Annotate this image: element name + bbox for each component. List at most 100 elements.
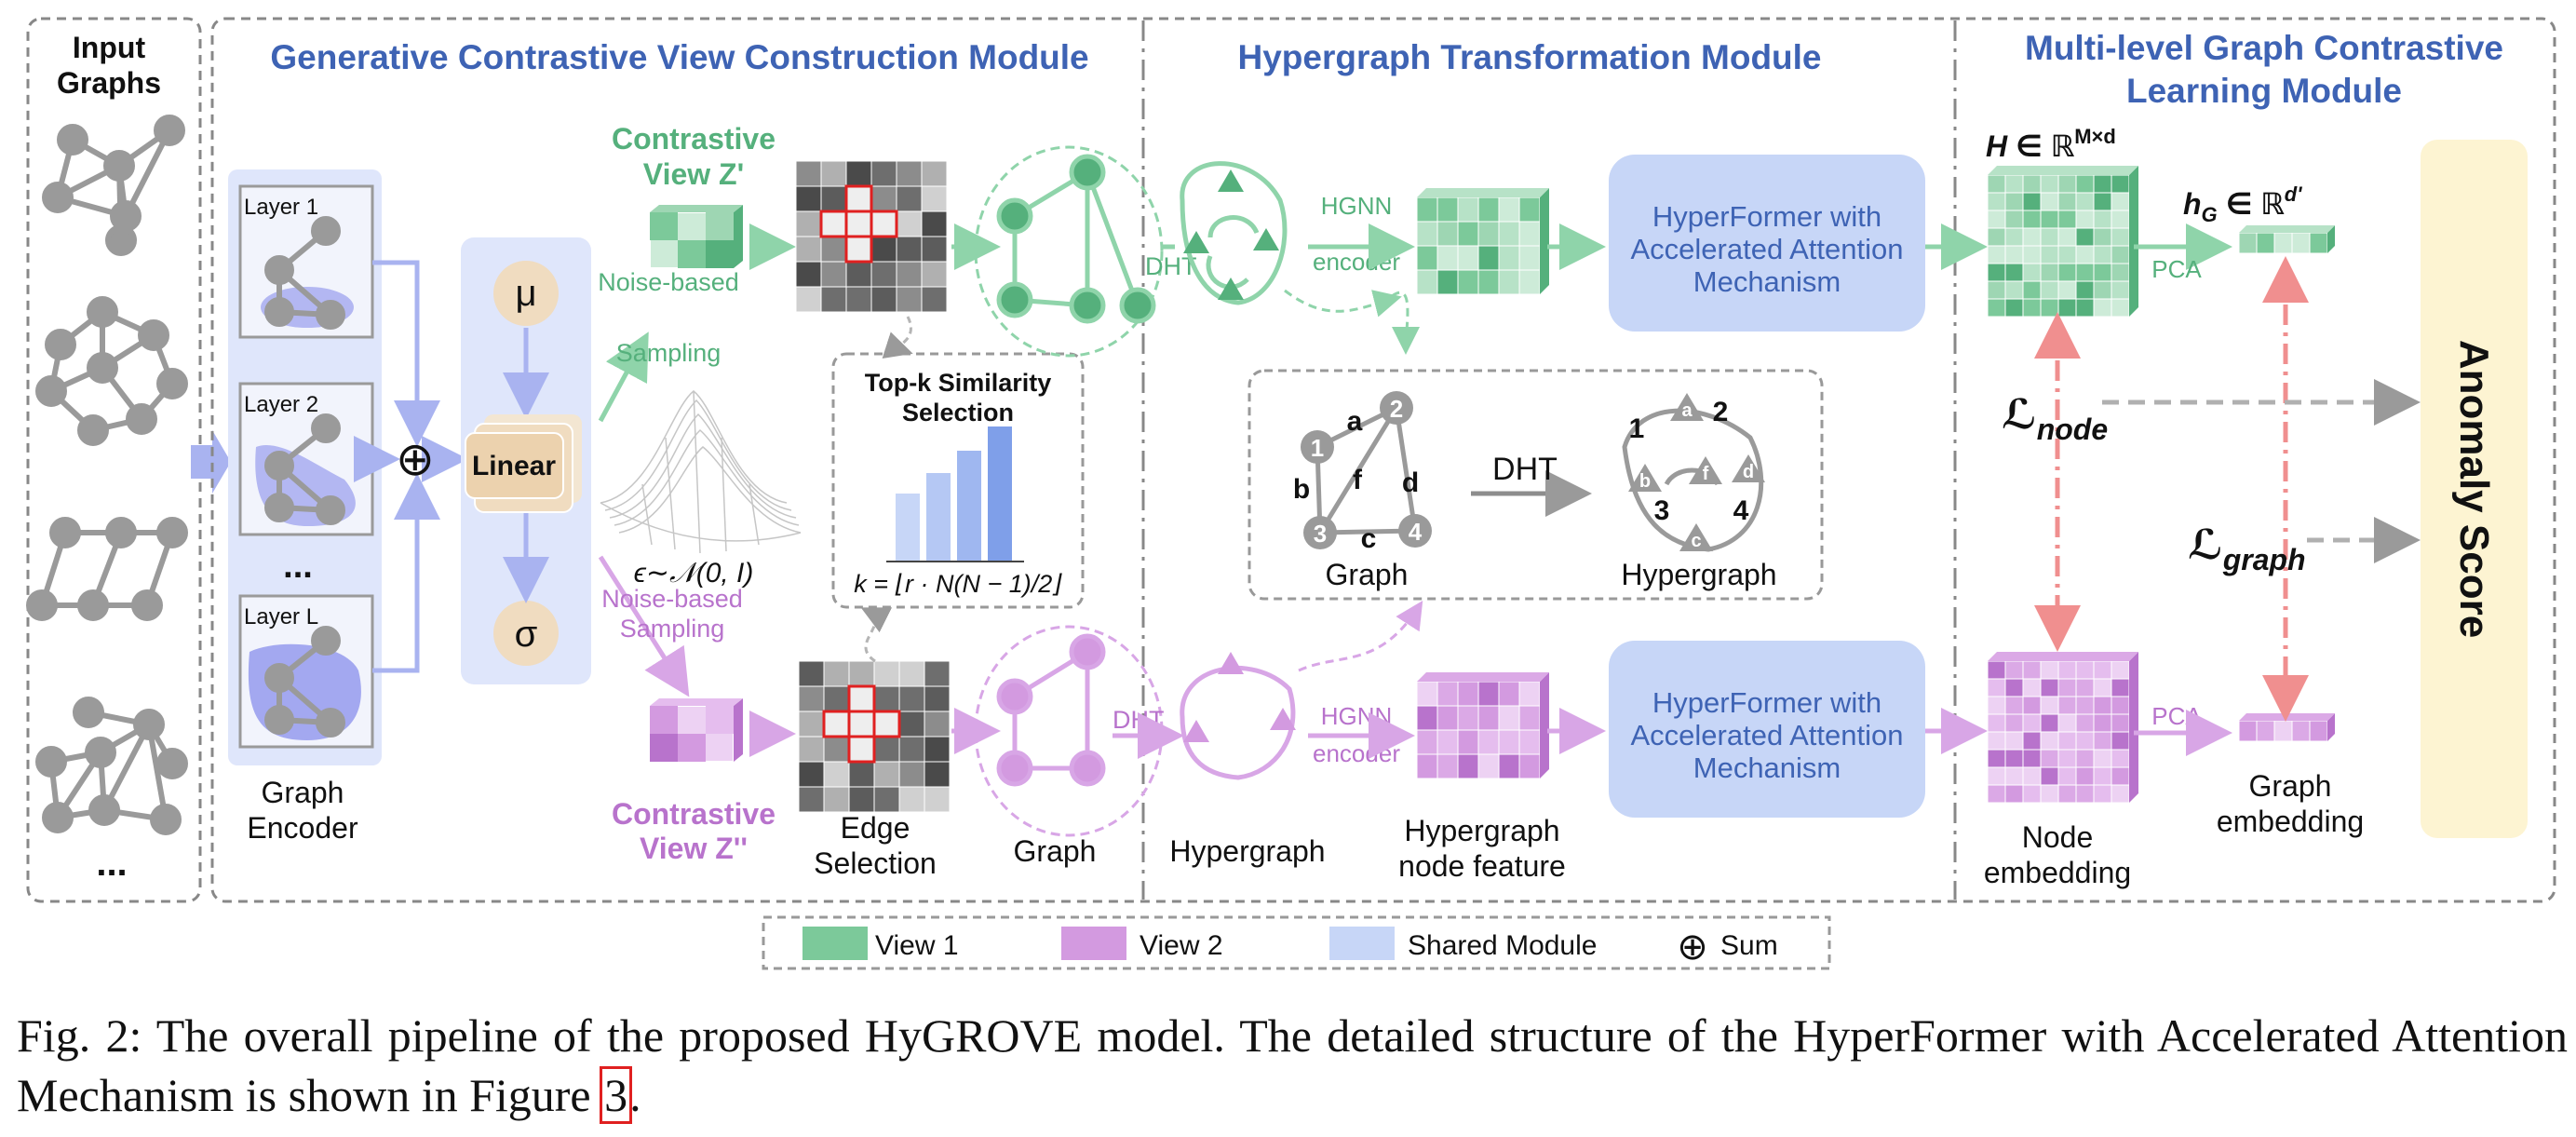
svg-text:Layer 2: Layer 2 xyxy=(244,392,318,417)
graph-view1 xyxy=(996,154,1156,324)
hypergraph-view1 xyxy=(1180,161,1288,305)
topk-formula: k = ⌊r · N(N − 1)/2⌋ xyxy=(854,570,1062,598)
hgnn-encoder-label-view1: encoder xyxy=(1313,248,1400,276)
svg-text:3: 3 xyxy=(1314,520,1327,548)
graph-label: Graph xyxy=(1014,834,1097,868)
hgnn-encoder-label-view1: HGNN xyxy=(1321,192,1393,220)
svg-text:d: d xyxy=(1402,467,1419,498)
graph-loss-label: ℒgraph xyxy=(2188,522,2306,576)
node-embedding-label: embedding xyxy=(1984,856,2131,889)
hypergraph-node-feature-view2 xyxy=(1416,672,1549,779)
topk-title: Selection xyxy=(902,399,1014,426)
view1-label: Contrastive xyxy=(612,122,775,156)
hgnn-encoder-label-view2: encoder xyxy=(1313,739,1400,767)
legend-view1-swatch xyxy=(802,927,868,960)
gcvc-module-title: Generative Contrastive View Construction… xyxy=(270,38,1088,76)
view1-feature-block xyxy=(649,205,743,269)
encoder-ellipsis: ... xyxy=(283,547,313,586)
pca-label-view2: PCA xyxy=(2151,702,2202,730)
hyperformer-label: Accelerated Attention xyxy=(1631,719,1904,751)
svg-text:d: d xyxy=(1743,462,1754,482)
svg-text:f: f xyxy=(1703,464,1709,484)
topk-connectors xyxy=(860,316,913,663)
input-graph-4 xyxy=(35,697,188,835)
hyperformer-label: Accelerated Attention xyxy=(1631,233,1904,265)
edge-selection-label: Selection xyxy=(814,846,937,880)
svg-text:4: 4 xyxy=(1409,518,1423,546)
svg-text:b: b xyxy=(1293,474,1310,505)
svg-text:b: b xyxy=(1639,471,1651,492)
graph-embedding-label: Graph xyxy=(2249,769,2332,803)
dht-inset-box xyxy=(1248,369,1824,601)
encoder-layer-L: Layer L xyxy=(238,594,374,749)
sigma-node xyxy=(493,601,559,666)
svg-text:c: c xyxy=(1691,531,1701,551)
svg-text:f: f xyxy=(1353,465,1363,495)
hyperformer-label: Mechanism xyxy=(1693,265,1841,298)
hypergraph-node-feature-view1 xyxy=(1416,188,1549,295)
graph-view1-outline xyxy=(974,145,1164,358)
hypergraph-module-title: Hypergraph Transformation Module xyxy=(1237,38,1821,76)
svg-text:Layer L: Layer L xyxy=(244,604,318,629)
node-embedding-view1 xyxy=(1987,166,2138,318)
hG-label: hG ∈ ℝd' xyxy=(2183,183,2302,226)
figure-caption: Fig. 2: The overall pipeline of the prop… xyxy=(17,1006,2568,1125)
pipeline-diagram: Input Graphs ... Generative Contrastive … xyxy=(26,17,2556,970)
legend-shared-label: Shared Module xyxy=(1408,930,1597,961)
edge-selection-label: Edge xyxy=(841,811,910,845)
node-embedding-view2 xyxy=(1987,652,2138,804)
epsilon-formula: ϵ∼𝒩(0, I) xyxy=(634,558,754,589)
node-loss-label: ℒnode xyxy=(2002,392,2108,446)
hyperformer-box-view1 xyxy=(1609,155,1925,332)
svg-text:1: 1 xyxy=(1311,434,1324,462)
topk-bars xyxy=(886,426,1024,562)
graph-encoder-label: Encoder xyxy=(247,811,358,845)
inset-dht-label: DHT xyxy=(1492,452,1558,487)
figure-reference-link[interactable]: 3 xyxy=(600,1066,633,1124)
gaussian-noise-mesh xyxy=(600,390,802,554)
hgnn-encoder-label-view2: HGNN xyxy=(1321,702,1393,730)
dht-label-view2: DHT xyxy=(1113,706,1165,734)
noise-sampling-label-v1: Noise-based xyxy=(598,268,739,296)
svg-text:1: 1 xyxy=(1629,413,1645,444)
encoder-layer-1: Layer 1 xyxy=(238,184,374,339)
hyperformer-label: HyperFormer with xyxy=(1652,200,1881,233)
legend-view2-label: View 2 xyxy=(1140,930,1223,961)
input-graph-1 xyxy=(42,115,185,256)
sum-icon: ⊕ xyxy=(396,433,435,485)
mlgcl-module-title: Multi-level Graph Contrastive xyxy=(2025,29,2503,67)
view1-label: View Z' xyxy=(643,157,744,191)
svg-text:a: a xyxy=(1347,406,1363,437)
input-graphs-title: Graphs xyxy=(57,66,161,100)
input-graphs-ellipsis: ... xyxy=(96,843,127,884)
svg-text:a: a xyxy=(1681,400,1693,421)
legend-box xyxy=(762,915,1831,970)
anomaly-score-box xyxy=(2421,140,2528,838)
hypergraph-node-feature-label: node feature xyxy=(1398,849,1566,883)
input-graph-2 xyxy=(35,296,188,446)
svg-text:c: c xyxy=(1361,523,1377,554)
svg-text:2: 2 xyxy=(1713,397,1729,427)
sigma-label: σ xyxy=(515,614,538,655)
pca-label-view1: PCA xyxy=(2151,255,2202,283)
svg-text:4: 4 xyxy=(1733,495,1749,526)
legend-view1-label: View 1 xyxy=(875,930,959,961)
graph-embedding-label: embedding xyxy=(2217,805,2364,838)
encoder-connectors xyxy=(354,260,468,673)
view2-feature-block xyxy=(649,698,743,763)
noise-sampling-label-v2: Noise-based xyxy=(601,585,743,613)
mu-label: μ xyxy=(515,273,536,314)
view2-label: Contrastive xyxy=(612,797,775,831)
input-graphs-title: Input xyxy=(73,31,146,64)
hypergraph-label: Hypergraph xyxy=(1169,834,1325,868)
hypergraph-node-feature-label: Hypergraph xyxy=(1404,814,1559,847)
inset-graph-label: Graph xyxy=(1326,558,1409,591)
hypergraph-view2 xyxy=(1180,652,1296,780)
topk-title: Top-k Similarity xyxy=(865,369,1052,397)
linear-label: Linear xyxy=(472,451,556,481)
linear-layer xyxy=(465,432,564,499)
graph-embedding-view1 xyxy=(2238,225,2335,254)
main-panel xyxy=(210,17,2556,903)
svg-text:3: 3 xyxy=(1654,495,1670,526)
